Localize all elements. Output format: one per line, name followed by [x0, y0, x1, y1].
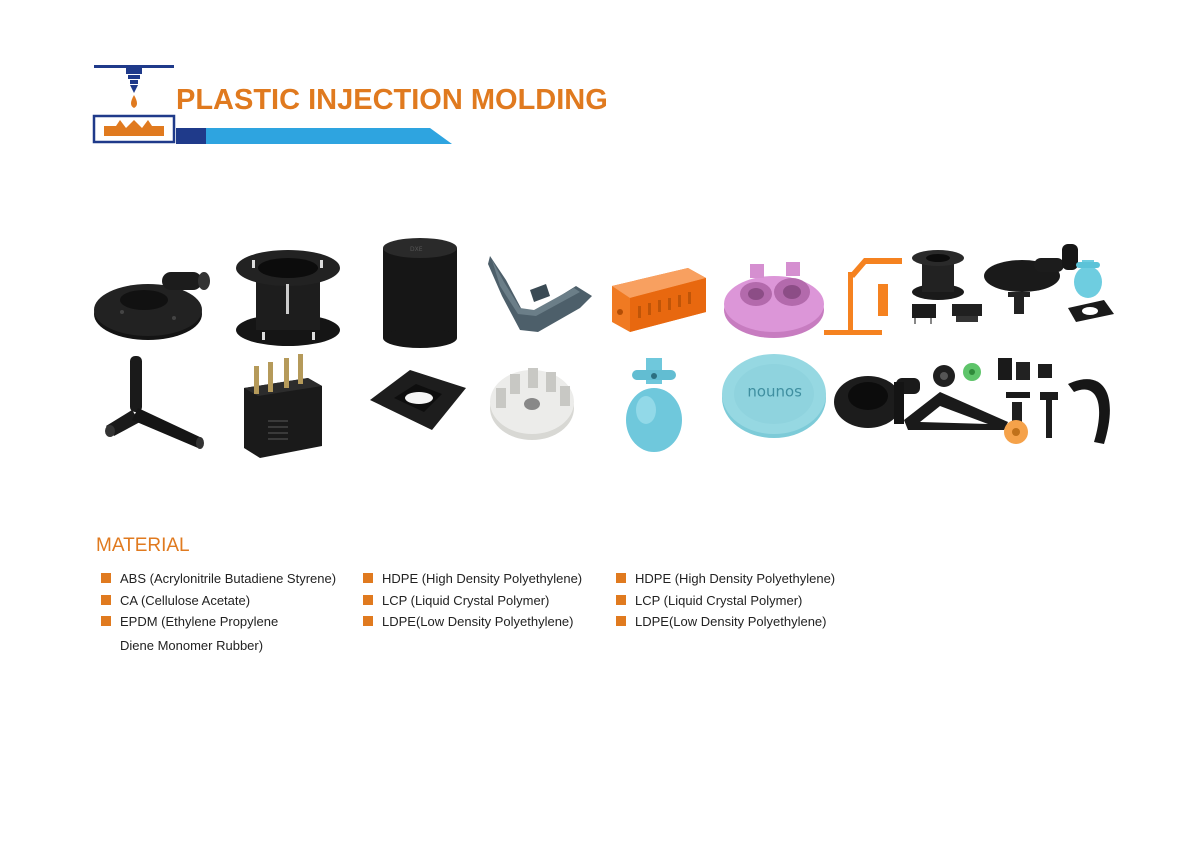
spiral-plate-fitting-image — [94, 272, 210, 340]
bullet-square-icon — [616, 616, 626, 626]
cylinder-cap-image: DXE — [383, 238, 457, 348]
parts-group-1-image — [824, 244, 1114, 335]
material-column-1: ABS (Acrylonitrile Butadiene Styrene) CA… — [98, 568, 336, 656]
material-column-3: HDPE (High Density Polyethylene) LCP (Li… — [613, 568, 835, 633]
bullet-square-icon — [101, 573, 111, 583]
page-title: PLASTIC INJECTION MOLDING — [176, 84, 608, 116]
material-label: HDPE (High Density Polyethylene) — [635, 571, 836, 586]
material-item: CA (Cellulose Acetate) — [98, 590, 336, 612]
material-label: LDPE(Low Density Polyethylene) — [635, 614, 827, 629]
title-underline-bar — [176, 128, 452, 144]
material-label: LCP (Liquid Crystal Polymer) — [382, 592, 550, 608]
material-label: LDPE(Low Density Polyethylene) — [382, 614, 574, 629]
round-lid-image: sounou — [722, 354, 826, 438]
lid-engraved-text: sounou — [747, 384, 802, 402]
material-item: LCP (Liquid Crystal Polymer) — [360, 590, 582, 612]
material-item: LCP (Liquid Crystal Polymer) — [613, 590, 835, 612]
bent-bracket-image — [488, 256, 592, 332]
material-item: EPDM (Ethylene Propylene Diene Monomer R… — [98, 611, 336, 656]
material-item: LDPE(Low Density Polyethylene) — [613, 611, 835, 633]
bullet-square-icon — [101, 594, 111, 605]
product-gallery: DXE — [88, 230, 1128, 470]
bullet-square-icon — [363, 594, 373, 605]
material-label-continuation: Diene Monomer Rubber) — [120, 637, 264, 653]
material-item: HDPE (High Density Polyethylene) — [613, 568, 835, 590]
material-column-2: HDPE (High Density Polyethylene) LCP (Li… — [360, 568, 582, 633]
material-label: ABS (Acrylonitrile Butadiene Styrene) — [120, 571, 337, 586]
cable-spool-image — [236, 250, 340, 346]
bullet-square-icon — [363, 616, 373, 626]
material-label: CA (Cellulose Acetate) — [120, 592, 251, 608]
material-label: HDPE (High Density Polyethylene) — [382, 571, 583, 586]
bullet-square-icon — [616, 573, 626, 583]
rubber-gasket-image — [370, 370, 466, 430]
material-label: LCP (Liquid Crystal Polymer) — [635, 592, 803, 608]
orange-enclosure-image — [612, 268, 706, 332]
injection-nozzle-icon — [92, 65, 176, 144]
material-item: ABS (Acrylonitrile Butadiene Styrene) — [98, 568, 336, 590]
bullet-square-icon — [363, 573, 373, 583]
material-heading: MATERIAL — [96, 535, 190, 556]
tee-connector-image — [105, 356, 204, 449]
material-label: EPDM (Ethylene Propylene — [120, 614, 279, 629]
gear-wheel-image — [490, 368, 574, 440]
material-item: LDPE(Low Density Polyethylene) — [360, 611, 582, 633]
material-item: HDPE (High Density Polyethylene) — [360, 568, 582, 590]
pink-valve-housing-image — [724, 262, 824, 338]
bullet-square-icon — [101, 616, 111, 626]
pin-connector-block-image — [244, 354, 322, 458]
svg-text:DXE: DXE — [410, 246, 423, 253]
bullet-square-icon — [616, 594, 626, 605]
float-ball-image — [626, 358, 682, 452]
parts-group-2-image — [834, 358, 1110, 444]
